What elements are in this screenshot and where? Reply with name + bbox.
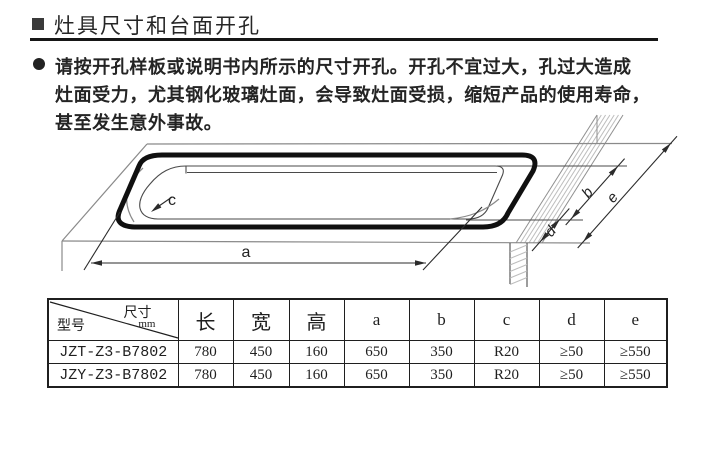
column-header-height: 高	[288, 298, 345, 341]
dimension-c-label: c	[168, 192, 176, 209]
cell-e: ≥550	[603, 340, 668, 364]
corner-dimension-label: 尺寸	[123, 306, 152, 321]
cell-c: R20	[473, 340, 540, 364]
cell-d: ≥50	[538, 363, 605, 388]
cutout-opening	[115, 152, 538, 230]
cell-b: 350	[408, 363, 475, 388]
column-header-width: 宽	[232, 298, 290, 341]
notice-line: 请按开孔样板或说明书内所示的尺寸开孔。开孔不宜过大，孔过大造成	[55, 57, 632, 77]
cell-width: 450	[232, 340, 290, 364]
cell-d: ≥50	[538, 340, 605, 364]
cell-length: 780	[177, 340, 234, 364]
column-header-d: d	[538, 298, 605, 341]
cutout-inner-lip	[126, 165, 504, 223]
corner-model-label: 型号	[57, 319, 85, 334]
dimension-c-leader: c	[151, 192, 176, 212]
cell-width: 450	[232, 363, 290, 388]
table-row: JZY-Z3-B7802 780 450 160 650 350 R20 ≥50…	[47, 363, 668, 388]
column-header-length: 长	[177, 298, 234, 341]
circle-bullet-icon	[33, 58, 45, 70]
corner-diagonal-line	[49, 301, 179, 339]
table-header-row: 尺寸 mm 型号 长 宽 高 a b c d e	[47, 298, 668, 341]
table-row: JZT-Z3-B7802 780 450 160 650 350 R20 ≥50…	[47, 340, 668, 364]
section-title: 灶具尺寸和台面开孔	[54, 14, 261, 38]
countertop-outline	[61, 142, 673, 271]
cell-height: 160	[288, 340, 345, 364]
cell-a: 650	[343, 340, 410, 364]
model-name: JZT-Z3-B7802	[47, 340, 179, 364]
notice-line: 甚至发生意外事故。	[55, 113, 223, 133]
spec-table: 尺寸 mm 型号 长 宽 高 a b c d e JZT-Z3-B7802 78…	[47, 298, 668, 388]
wall-hatch-band	[515, 114, 624, 244]
dimension-d: d	[531, 208, 570, 252]
dimension-a-label: a	[242, 244, 251, 261]
section-header: 灶具尺寸和台面开孔	[30, 10, 670, 42]
cell-height: 160	[288, 363, 345, 388]
cell-a: 650	[343, 363, 410, 388]
square-bullet-icon	[32, 18, 44, 30]
extension-lines	[466, 165, 627, 221]
model-name: JZY-Z3-B7802	[47, 363, 179, 388]
cutout-diagram: a c b e d	[61, 114, 678, 287]
wall-hatch-strip	[509, 243, 528, 287]
column-header-e: e	[603, 298, 668, 341]
cell-c: R20	[473, 363, 540, 388]
column-header-a: a	[343, 298, 410, 341]
corner-unit-label: mm	[138, 318, 156, 330]
column-header-c: c	[473, 298, 540, 341]
cell-e: ≥550	[603, 363, 668, 388]
section-divider	[30, 38, 658, 41]
notice-line: 灶面受力，尤其钢化玻璃灶面，会导致灶面受损，缩短产品的使用寿命，	[55, 85, 651, 105]
dimension-a: a	[83, 206, 483, 271]
column-header-b: b	[408, 298, 475, 341]
table-corner-cell: 尺寸 mm 型号	[47, 298, 179, 341]
cell-length: 780	[177, 363, 234, 388]
dimension-b-label: b	[578, 184, 596, 201]
dimension-e-label: e	[603, 189, 621, 206]
cell-b: 350	[408, 340, 475, 364]
